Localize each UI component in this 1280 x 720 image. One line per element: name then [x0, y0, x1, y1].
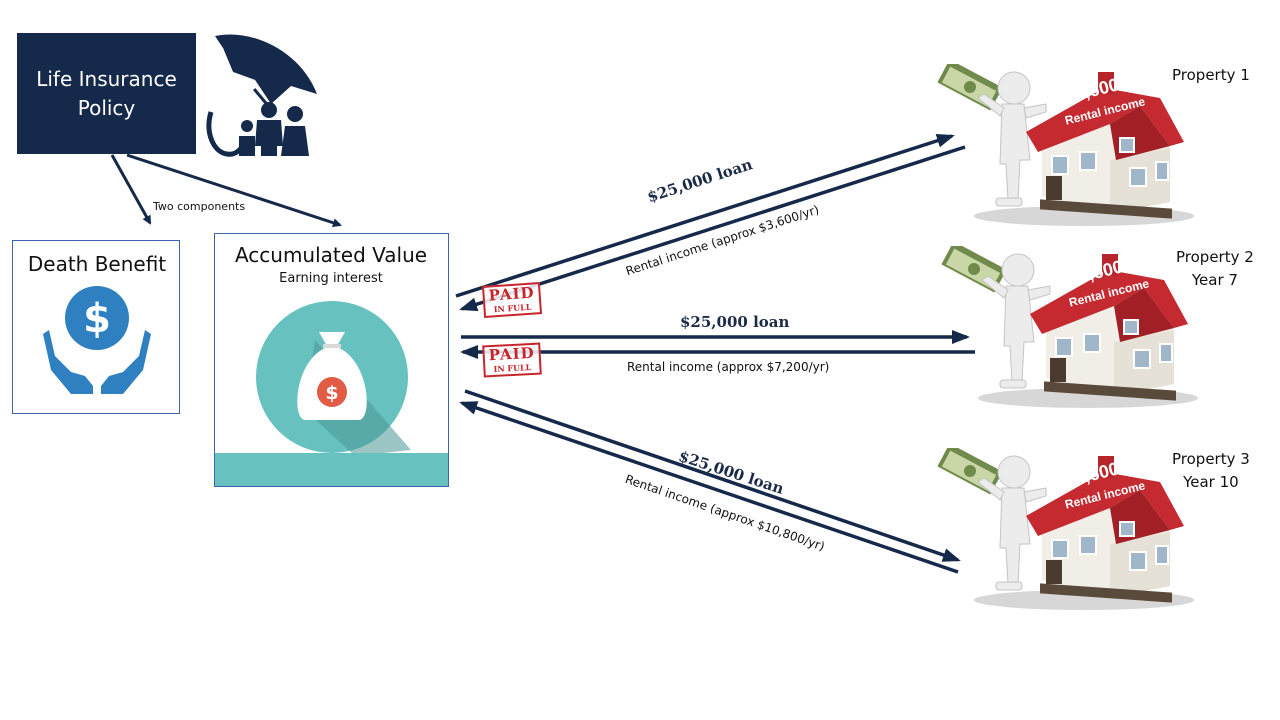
property-2-label: Property 2 Year 7: [1176, 246, 1254, 292]
policy-title-line1: Life Insurance: [36, 66, 177, 91]
person-figure-icon: [977, 455, 1047, 591]
two-components-label: Two components: [153, 200, 246, 213]
paid-in-full-stamp-1: PAID IN FULL: [481, 282, 543, 318]
money-bag-icon: $: [256, 301, 411, 456]
property-name: Property 3: [1172, 450, 1250, 468]
person-figure-icon: [981, 253, 1051, 389]
accumulated-value-title: Accumulated Value: [234, 243, 428, 267]
property-1-illustration: $3,600/yr Rental income Property 1: [934, 64, 1250, 234]
svg-text:$: $: [325, 382, 338, 404]
svg-text:$: $: [83, 296, 111, 342]
property-name: Property 1: [1172, 66, 1250, 84]
hands-dollar-icon: $: [43, 286, 151, 394]
property-1-label: Property 1: [1172, 64, 1250, 87]
rental-label-property-2: Rental income (approx $7,200/yr): [627, 360, 830, 374]
property-name: Property 2: [1176, 248, 1254, 266]
arrow-to-death-benefit: [110, 154, 152, 225]
umbrella-family-icon: [206, 34, 317, 157]
death-benefit-box: Death Benefit $: [12, 240, 180, 414]
loan-arrow-property-3: [464, 389, 961, 562]
house-icon: [937, 64, 1194, 226]
paid-in-full-stamp-2: PAID IN FULL: [482, 342, 542, 378]
death-benefit-title: Death Benefit: [27, 252, 167, 276]
arrow-to-accumulated-value: [126, 153, 342, 228]
life-insurance-policy-box: Life Insurance Policy: [17, 33, 196, 154]
accumulated-value-box: Accumulated Value Earning interest $: [214, 233, 449, 487]
property-3-label: Property 3 Year 10: [1172, 448, 1250, 494]
rental-arrow-property-3: [459, 401, 959, 574]
house-icon: [941, 246, 1198, 408]
accumulated-value-subtitle: Earning interest: [279, 271, 383, 286]
policy-title-line2: Policy: [77, 95, 136, 120]
loan-arrow-property-1: [455, 133, 955, 298]
accumulated-value-bar: [215, 453, 448, 486]
stamp-1-bottom: IN FULL: [493, 301, 532, 315]
rental-arrow-property-1: [459, 145, 966, 312]
person-figure-icon: [977, 71, 1047, 207]
house-icon: [937, 448, 1194, 610]
loan-label-property-2: $25,000 loan: [680, 313, 790, 331]
property-year: Year 7: [1191, 271, 1238, 289]
stamp-2-bottom: IN FULL: [493, 362, 532, 374]
property-year: Year 10: [1183, 473, 1239, 491]
